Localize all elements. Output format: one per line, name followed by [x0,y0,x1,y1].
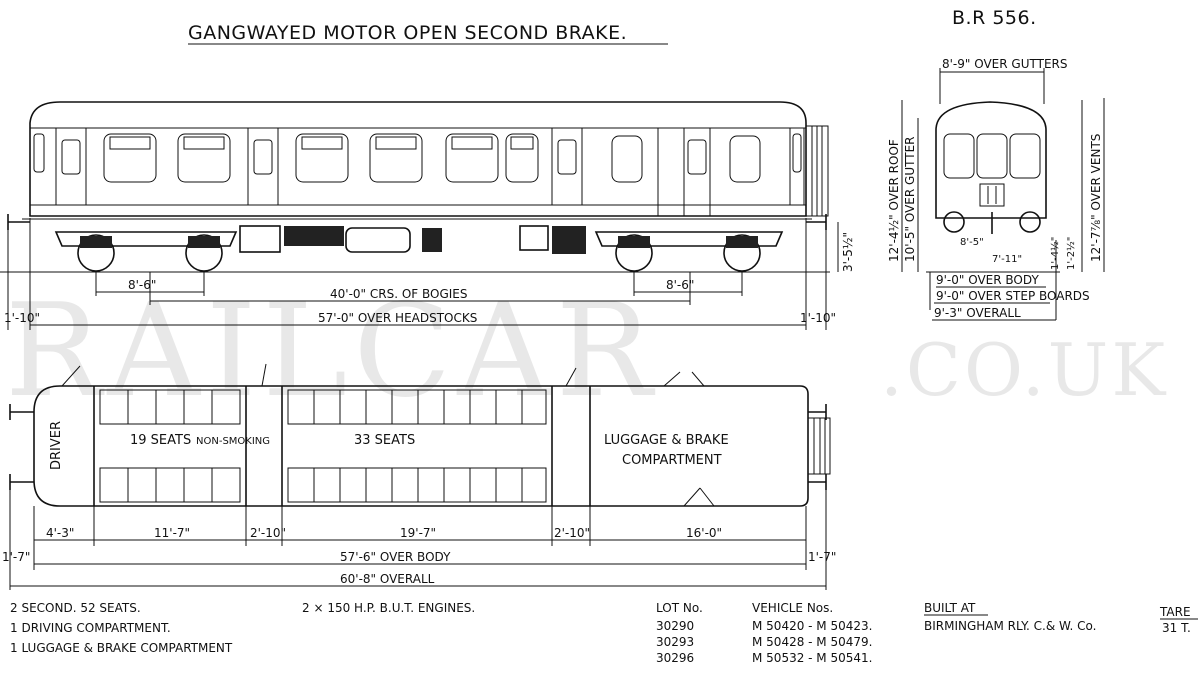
footer: 2 SECOND. 52 SEATS. 1 DRIVING COMPARTMEN… [10,601,1198,665]
side-dimension-lines [7,218,839,330]
wheel [77,234,115,272]
built-at: BIRMINGHAM RLY. C.& W. Co. [924,619,1096,633]
cab-side-window [33,133,45,173]
side-buffers [7,214,827,230]
dim-bogie-centres: 40'-0" CRS. OF BOGIES [330,287,468,301]
side-doors [55,127,805,217]
dim-bogie-wheelbase-right: 8'-6" [666,278,694,292]
label-seats-19: 19 SEATS [130,433,191,448]
spec-line-3: 1 LUGGAGE & BRAKE COMPARTMENT [10,641,233,655]
dim-end-right: 1'-10" [800,311,836,325]
plan-dimension-lines [9,490,827,590]
door-swings [61,363,715,507]
end-windows [943,133,1041,207]
dim-side-a: 1'-4½" [1049,237,1061,270]
dim-side-b: 1'-2½" [1065,237,1077,270]
spec-line-1: 2 SECOND. 52 SEATS. [10,601,141,615]
watermark-suffix: .CO.UK [880,328,1168,412]
dim-wheel-track: 8'-5" [960,237,984,248]
wheel [185,234,223,272]
dim-plan-1: 4'-3" [46,526,74,540]
dim-plan-5: 2'-10" [554,526,590,540]
tare-value: 31 T. [1162,621,1191,635]
end-buffers [943,211,1041,234]
label-luggage-2: COMPARTMENT [622,453,722,468]
dim-plan-6: 16'-0" [686,526,722,540]
plan-body-outline [33,385,809,507]
side-elevation: 8'-6" 8'-6" 40'-0" CRS. OF BOGIES 57'-0"… [0,101,855,330]
dim-end-over-body: 9'-0" OVER BODY [936,273,1039,287]
window-ventilators [109,136,534,150]
built-header: BUILT AT [924,601,976,615]
dim-over-vents: 12'-7⅞" OVER VENTS [1089,134,1103,262]
dim-over-gutters: 8'-9" OVER GUTTERS [942,57,1067,71]
plan-buffers [9,404,827,490]
watermark-main: RAILCAR [5,277,658,426]
lot-1: 30290 [656,619,694,633]
plan-partitions [93,386,591,506]
dim-end-overall: 9'-3" OVERALL [934,306,1021,320]
side-body-outline [29,101,807,217]
dim-plan-end-left: 1'-7" [2,550,30,564]
bogie-right [594,231,784,272]
end-body-outline [935,101,1047,219]
lot-2: 30293 [656,635,694,649]
diagram-number: B.R 556. [952,7,1037,29]
label-seats-33: 33 SEATS [354,433,415,448]
vehicle-1: M 50420 - M 50423. [752,619,872,633]
bellows-ribs [811,126,823,216]
seat-rows [99,389,547,503]
dim-over-gutter: 10'-5" OVER GUTTER [903,137,917,263]
end-elevation: 8'-9" OVER GUTTERS 12'-4½" OVER ROOF 10'… [887,57,1105,321]
wheel [615,234,653,272]
dim-plan-3: 2'-10" [250,526,286,540]
dim-plan-overall: 60'-8" OVERALL [340,572,435,586]
watermark: RAILCAR .CO.UK [5,277,1168,426]
label-non-smoking: NON-SMOKING [196,436,270,447]
dim-end-left: 1'-10" [4,311,40,325]
dim-over-headstocks: 57'-0" OVER HEADSTOCKS [318,311,477,325]
dim-plan-4: 19'-7" [400,526,436,540]
bogie-left [54,231,238,272]
dim-plan-over-body: 57'-6" OVER BODY [340,550,451,564]
dim-plan-2: 11'-7" [154,526,190,540]
dim-plan-end-right: 1'-7" [808,550,836,564]
plan-gangway [807,417,831,475]
spec-line-2: 1 DRIVING COMPARTMENT. [10,621,171,635]
wheel [723,234,761,272]
label-luggage-1: LUGGAGE & BRAKE [604,433,729,448]
drawing-title: GANGWAYED MOTOR OPEN SECOND BRAKE. [188,22,627,44]
vehicle-3: M 50532 - M 50541. [752,651,872,665]
dim-over-roof: 12'-4½" OVER ROOF [887,139,901,262]
dim-wheel-height: 3'-5½" [841,232,855,272]
engines: 2 × 150 H.P. B.U.T. ENGINES. [302,601,475,615]
dim-bogie-wheelbase-left: 8'-6" [128,278,156,292]
end-dimension-lines [901,68,1105,321]
dim-inner: 7'-11" [992,254,1022,265]
plan-view: DRIVER 19 SEATS NON-SMOKING 33 SEATS LUG… [2,363,836,590]
lot-3: 30296 [656,651,694,665]
vehicle-header: VEHICLE Nos. [752,601,833,615]
vehicle-2: M 50428 - M 50479. [752,635,872,649]
label-driver: DRIVER [49,421,64,470]
tare-header: TARE [1159,605,1191,619]
dim-end-over-step-boards: 9'-0" OVER STEP BOARDS [936,289,1090,303]
side-windows [103,133,761,183]
lot-header: LOT No. [656,601,703,615]
underframe-equipment [239,225,586,254]
